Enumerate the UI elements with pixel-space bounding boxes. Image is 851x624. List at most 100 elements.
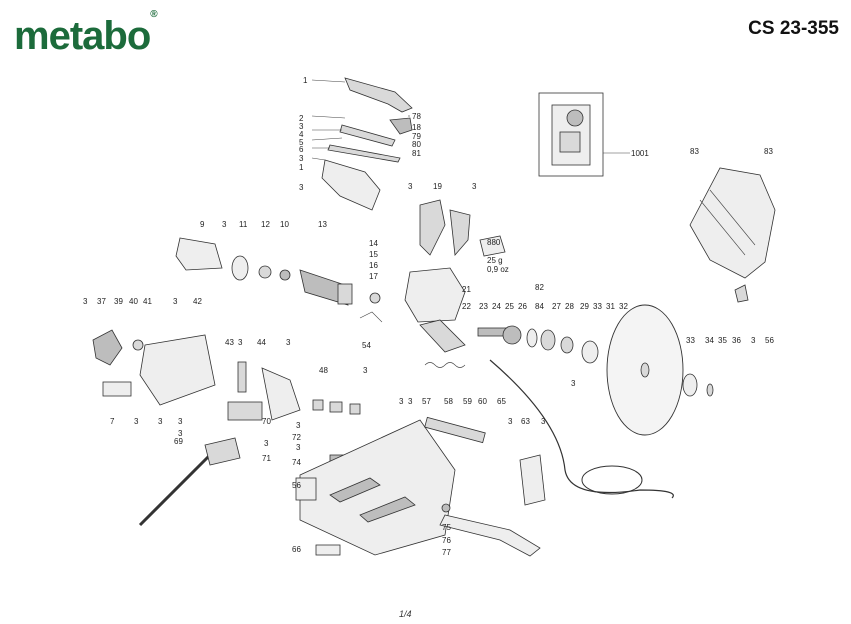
label-70: 70 bbox=[262, 417, 271, 426]
label-21: 21 bbox=[462, 285, 471, 294]
label-36: 36 bbox=[732, 336, 741, 345]
lever-44 bbox=[261, 367, 301, 421]
flange-29 bbox=[581, 340, 599, 364]
brand-name: metabo bbox=[14, 14, 151, 58]
label-13: 13 bbox=[318, 220, 327, 229]
label-69: 69 bbox=[174, 437, 183, 446]
label-83b: 83 bbox=[764, 147, 773, 156]
label-15: 15 bbox=[369, 250, 378, 259]
label-9: 9 bbox=[200, 220, 205, 229]
label-3o: 3 bbox=[238, 338, 243, 347]
bearing-12 bbox=[258, 265, 272, 279]
label-3f: 3 bbox=[222, 220, 227, 229]
label-3r: 3 bbox=[363, 366, 368, 375]
handle-top bbox=[344, 77, 413, 113]
label-48: 48 bbox=[319, 366, 328, 375]
label-3a: 3 bbox=[299, 122, 304, 131]
label-11: 11 bbox=[239, 220, 248, 229]
label-33a: 33 bbox=[593, 302, 602, 311]
armature bbox=[299, 269, 349, 306]
label-75: 75 bbox=[442, 523, 451, 532]
spacer-48c bbox=[349, 403, 361, 415]
label-3w: 3 bbox=[508, 417, 513, 426]
label-3h: 3 bbox=[751, 336, 756, 345]
bearing-10 bbox=[279, 269, 291, 281]
base-slot-1 bbox=[329, 477, 381, 503]
base-foot-66 bbox=[315, 544, 341, 556]
label-3j: 3 bbox=[173, 297, 178, 306]
label-1b: 1 bbox=[299, 163, 304, 172]
label-5: 5 bbox=[299, 138, 304, 147]
label-80: 80 bbox=[412, 140, 421, 149]
washer-34 bbox=[706, 383, 714, 397]
label-72: 72 bbox=[292, 433, 301, 442]
nut-75 bbox=[441, 503, 451, 513]
label-82: 82 bbox=[535, 283, 544, 292]
model-title: CS 23-355 bbox=[748, 18, 839, 39]
shaft-43 bbox=[237, 361, 247, 393]
label-3i: 3 bbox=[83, 297, 88, 306]
label-40: 40 bbox=[129, 297, 138, 306]
label-59: 59 bbox=[463, 397, 472, 406]
handle-lower bbox=[321, 159, 381, 211]
label-3x: 3 bbox=[541, 417, 546, 426]
switch-bar bbox=[339, 124, 396, 147]
label-28: 28 bbox=[565, 302, 574, 311]
label-1001: 1001 bbox=[631, 149, 649, 158]
flange-33 bbox=[682, 373, 698, 397]
label-44: 44 bbox=[257, 338, 266, 347]
motor-housing-42 bbox=[139, 334, 216, 406]
screw-40 bbox=[132, 339, 144, 351]
guard-clip bbox=[734, 284, 749, 303]
base-plate bbox=[299, 419, 456, 556]
label-4: 4 bbox=[299, 130, 304, 139]
gear-housing bbox=[404, 267, 466, 323]
label-77: 77 bbox=[442, 548, 451, 557]
spring-57 bbox=[424, 362, 466, 368]
label-63 bbox=[519, 454, 546, 506]
label-grease-oz: 0,9 oz bbox=[487, 265, 509, 274]
label-3v: 3 bbox=[408, 397, 413, 406]
gear-25 bbox=[502, 325, 522, 345]
label-16: 16 bbox=[369, 261, 378, 270]
label-3u: 3 bbox=[399, 397, 404, 406]
label-39: 39 bbox=[114, 297, 123, 306]
bracket-71 bbox=[204, 437, 241, 466]
label-56a: 56 bbox=[765, 336, 774, 345]
label-63: 63 bbox=[521, 417, 530, 426]
bearing-27 bbox=[560, 336, 574, 354]
label-76: 76 bbox=[442, 536, 451, 545]
ring-11 bbox=[231, 255, 249, 281]
column-58 bbox=[424, 416, 486, 444]
label-31: 31 bbox=[606, 302, 615, 311]
label-54: 54 bbox=[362, 341, 371, 350]
lever-19a bbox=[419, 199, 446, 256]
label-26: 26 bbox=[518, 302, 527, 311]
label-43: 43 bbox=[225, 338, 234, 347]
switch-trigger bbox=[389, 117, 413, 135]
label-7: 7 bbox=[110, 417, 115, 426]
label-25: 25 bbox=[505, 302, 514, 311]
label-81: 81 bbox=[412, 149, 421, 158]
blade-guard bbox=[689, 167, 776, 279]
label-37: 37 bbox=[97, 297, 106, 306]
label-66: 66 bbox=[292, 545, 301, 554]
page-number: 1/4 bbox=[399, 609, 412, 619]
label-3e: 3 bbox=[472, 182, 477, 191]
trademark-symbol: ® bbox=[150, 8, 157, 20]
label-60: 60 bbox=[478, 397, 487, 406]
hex-key-69 bbox=[138, 453, 212, 527]
label-56b: 56 bbox=[292, 481, 301, 490]
side-cover-37 bbox=[92, 329, 123, 366]
label-32: 32 bbox=[619, 302, 628, 311]
base-slot-2 bbox=[359, 496, 416, 523]
label-17: 17 bbox=[369, 272, 378, 281]
label-29: 29 bbox=[580, 302, 589, 311]
label-3b: 3 bbox=[299, 154, 304, 163]
label-65: 65 bbox=[497, 397, 506, 406]
label-14: 14 bbox=[369, 239, 378, 248]
label-84: 84 bbox=[535, 302, 544, 311]
label-3l: 3 bbox=[158, 417, 163, 426]
label-3t: 3 bbox=[296, 443, 301, 452]
